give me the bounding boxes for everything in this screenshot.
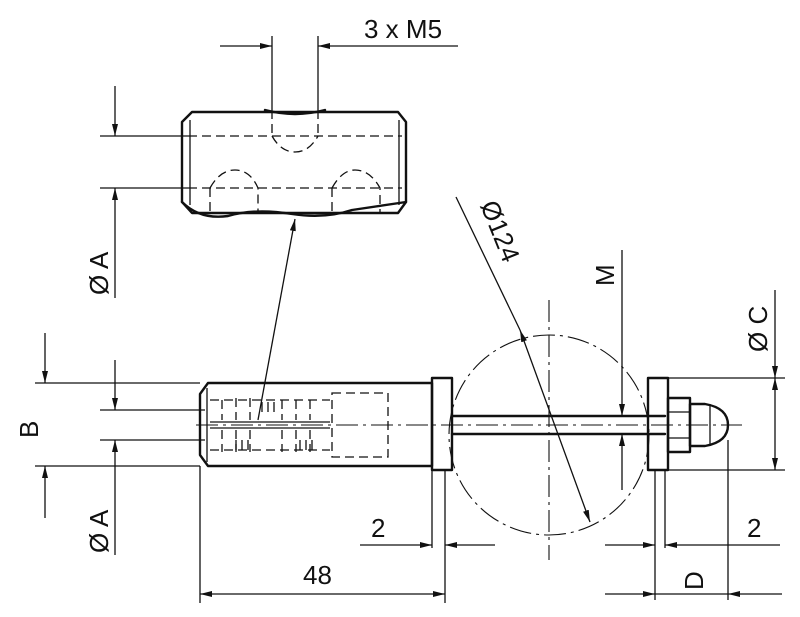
dimension-b: B [14, 333, 200, 518]
left-washer [430, 376, 454, 472]
diameter-a-top-label: Ø A [84, 251, 114, 295]
dim-d-label: D [679, 571, 709, 590]
detail-view-rod [180, 110, 408, 215]
thread-callout-label: 3 x M5 [364, 14, 442, 44]
diameter-c-label: Ø C [743, 306, 773, 352]
dim-b-label: B [14, 421, 44, 438]
dimension-m: M [590, 250, 625, 490]
dimension-3xM5: 3 x M5 [220, 14, 458, 110]
diameter-a-bottom-label: Ø A [84, 509, 114, 553]
detail-top-notch [263, 108, 327, 116]
dimension-2-left: 2 [360, 513, 495, 548]
dimension-diameter-a-top: Ø A [84, 86, 188, 298]
detail-bottom-edge [180, 200, 408, 218]
dimension-48: 48 [199, 466, 446, 603]
detail-pointer-arrow [257, 218, 296, 421]
diameter-124-label: Ø124 [474, 196, 526, 266]
dim-48-label: 48 [303, 560, 332, 590]
dim-2-right-label: 2 [747, 513, 761, 543]
dimension-d: D [605, 571, 782, 597]
dim-m-label: M [590, 264, 620, 286]
dim-2-left-label: 2 [371, 513, 385, 543]
right-washer [646, 376, 670, 472]
dimension-diameter-c: Ø C [668, 290, 785, 471]
dimension-2-right: 2 [605, 513, 780, 548]
hex-nut [666, 396, 692, 454]
dimension-diameter-a-bottom: Ø A [84, 360, 205, 555]
dimension-diameter-124: Ø124 [455, 196, 591, 523]
